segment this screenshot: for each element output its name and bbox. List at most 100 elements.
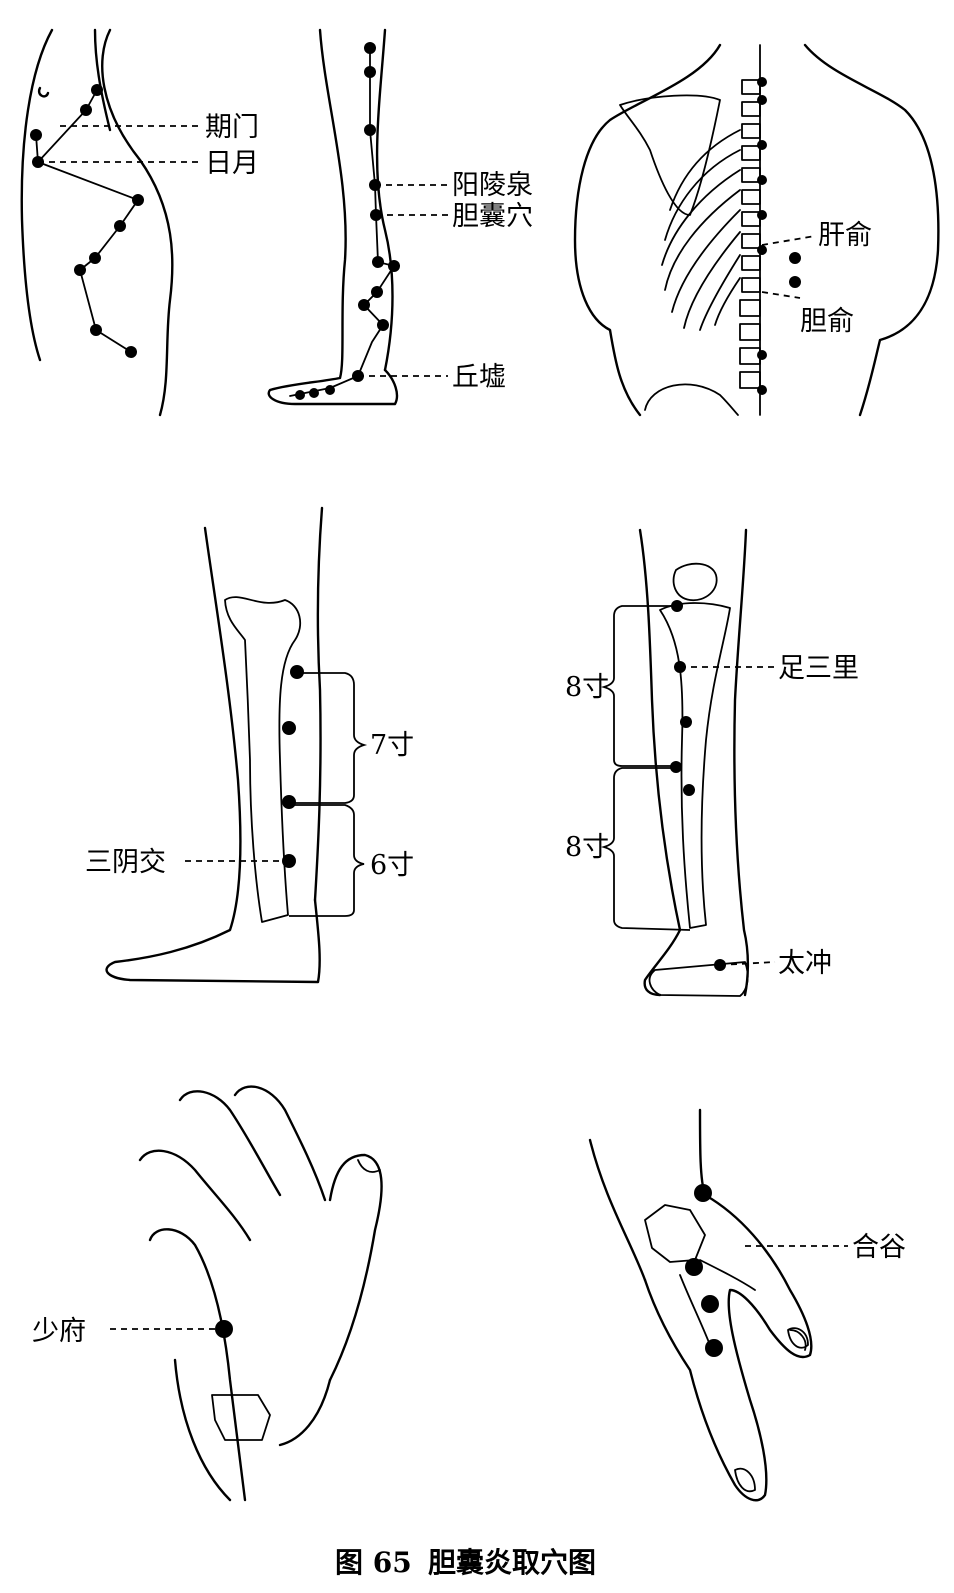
meridian-line-leg	[289, 47, 395, 397]
figure-caption: 图 65 胆囊炎取穴图	[335, 1546, 596, 1579]
acupoint-dot	[282, 721, 296, 735]
acupoint-dot	[388, 260, 400, 272]
hand-fingertip-details	[211, 1159, 381, 1441]
acupoint-dot	[757, 140, 767, 150]
torso-front-outline	[101, 28, 174, 417]
acupoint-dot	[74, 264, 86, 276]
inner-leg-front-outline	[313, 506, 324, 902]
acupoint-dot	[694, 1184, 712, 1202]
hand-finger-outline	[138, 1085, 327, 1242]
hand-back-outline	[643, 1193, 813, 1502]
acupoint-dot	[683, 784, 695, 796]
panel-inner-leg: 7寸 6寸 三阴交	[85, 506, 414, 984]
acupoint-dot	[757, 175, 767, 185]
back-right-outline	[803, 43, 940, 417]
label-qiuxu: 丘墟	[452, 362, 506, 393]
acupoint-dot	[282, 795, 296, 809]
acupoint-dot	[80, 104, 92, 116]
label-dannangxue: 胆囊穴	[452, 201, 533, 232]
wrist-outline	[588, 1108, 707, 1282]
acupoint-dot	[372, 256, 384, 268]
hand-palm-outline	[148, 1228, 332, 1502]
acupoint-dot	[757, 385, 767, 395]
acupoint-dot-qimen	[30, 129, 42, 141]
acupoint-dot	[364, 42, 376, 54]
patella-outline	[672, 562, 718, 602]
panel-back: 肝俞 胆俞	[573, 43, 940, 417]
acupoint-dot	[91, 84, 103, 96]
leg-back-outline	[267, 28, 399, 406]
pelvis-outline	[644, 383, 739, 416]
tibia-outline	[224, 596, 302, 923]
label-shaofu: 少府	[32, 1316, 86, 1347]
label-qimen: 期门	[205, 112, 259, 143]
hand-bones	[644, 1204, 807, 1351]
acupoint-dot	[90, 324, 102, 336]
navel-mark	[37, 86, 50, 98]
leader-taichong	[719, 961, 776, 966]
panel-leg-side: 阳陵泉 胆囊穴 丘墟	[267, 28, 533, 406]
acupoint-dot	[670, 761, 682, 773]
acupoint-dot	[377, 319, 389, 331]
label-yanglingquan: 阳陵泉	[452, 170, 533, 201]
acupoint-dot	[757, 350, 767, 360]
label-eight-cun-upper: 8寸	[565, 672, 609, 703]
arm-outline	[93, 28, 112, 132]
hand-thumb-outline	[328, 1153, 383, 1382]
acupoint-dot	[701, 1295, 719, 1313]
label-danshu: 胆俞	[800, 306, 854, 337]
acupoint-dot	[114, 220, 126, 232]
bracket-seven-cun	[289, 672, 368, 804]
label-taichong: 太冲	[778, 948, 832, 979]
acupoint-dot	[757, 210, 767, 220]
scapula-outline	[619, 94, 721, 216]
acupoint-dot	[757, 245, 767, 255]
acupoint-dot-danshu	[789, 276, 801, 288]
label-hegu: 合谷	[852, 1232, 906, 1263]
label-six-cun: 6寸	[370, 850, 414, 881]
leader-danshu	[761, 291, 801, 299]
acupoint-dot-ganshu	[789, 252, 801, 264]
caption-figure-number: 图 65	[335, 1546, 412, 1579]
spine	[739, 44, 761, 416]
acupoint-dot-sanyinjiao	[282, 854, 296, 868]
acupoint-dot	[364, 124, 376, 136]
inner-leg-back-outline	[105, 526, 321, 984]
acupoint-dot	[309, 388, 319, 398]
acupoint-dot	[125, 346, 137, 358]
torso-back-outline	[20, 28, 54, 362]
label-eight-cun-lower: 8寸	[565, 832, 609, 863]
acupoint-dot	[364, 66, 376, 78]
back-left-outline	[573, 43, 722, 417]
acupoint-dot	[371, 286, 383, 298]
panel-front-leg: 足三里 太冲 8寸 8寸	[565, 528, 859, 997]
rib-cage	[661, 129, 741, 331]
foot-front-outline	[648, 961, 749, 997]
acupoint-dot-hegu	[685, 1258, 703, 1276]
label-zusanli: 足三里	[778, 653, 859, 684]
panel-torso-side: 期门 日月	[20, 28, 259, 417]
acupoint-dot	[325, 385, 335, 395]
acupoint-dot	[89, 252, 101, 264]
label-seven-cun: 7寸	[370, 730, 414, 761]
acupoint-dot-shaofu	[215, 1320, 233, 1338]
acupoint-dot	[705, 1339, 723, 1357]
label-sanyinjiao: 三阴交	[85, 847, 166, 878]
bracket-eight-cun-upper	[600, 605, 677, 767]
bracket-six-cun	[289, 804, 365, 917]
acupoint-dot	[132, 194, 144, 206]
leader-ganshu	[761, 235, 816, 246]
finger-nail	[734, 1467, 756, 1493]
acupoint-dot	[757, 77, 767, 87]
thumb-nail	[787, 1327, 809, 1349]
front-leg-right-outline	[733, 528, 750, 997]
label-riyue: 日月	[205, 148, 259, 179]
panel-back-of-hand: 合谷	[588, 1108, 906, 1502]
front-leg-left-outline	[638, 528, 682, 997]
label-ganshu: 肝俞	[818, 220, 872, 251]
bracket-eight-cun-lower	[600, 767, 691, 931]
acupoint-dot	[290, 665, 304, 679]
acupoint-dot	[680, 716, 692, 728]
